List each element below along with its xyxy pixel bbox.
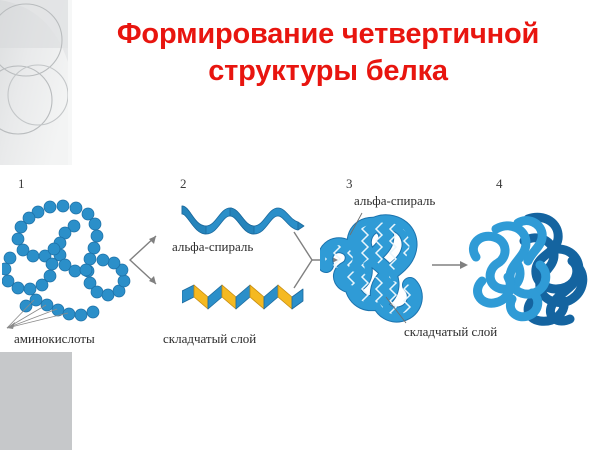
decorative-panel: [0, 0, 72, 165]
title-line-1: Формирование четвертичной: [116, 18, 540, 50]
stage-number-2: 2: [180, 176, 187, 191]
stage-number-1: 1: [18, 176, 25, 191]
figure-alpha-helix-ribbon: [180, 200, 305, 236]
arrow-3-to-4: [432, 258, 472, 272]
figure-tertiary-structure: [320, 205, 430, 330]
label-alpha-helix-stage2: альфа-спираль: [172, 239, 254, 254]
title-line-2: структуры белка: [208, 55, 448, 87]
figure-pleated-sheet: [182, 283, 304, 317]
page-title: Формирование четвертичной структуры белк…: [76, 16, 580, 90]
label-alpha-helix-stage3: альфа-спираль: [354, 193, 436, 208]
figure-primary-structure: [2, 196, 137, 336]
label-aminoacids: аминокислоты: [14, 331, 95, 346]
stage-number-4: 4: [496, 176, 503, 191]
stage-number-3: 3: [346, 176, 353, 191]
label-pleated-sheet-stage3: складчатый слой: [404, 324, 498, 339]
decorative-bottom-block: [0, 352, 72, 450]
arrow-split-1-to-2: [124, 232, 164, 288]
label-pleated-sheet-stage2: складчатый слой: [163, 331, 257, 346]
figure-quaternary-structure: [466, 205, 592, 327]
